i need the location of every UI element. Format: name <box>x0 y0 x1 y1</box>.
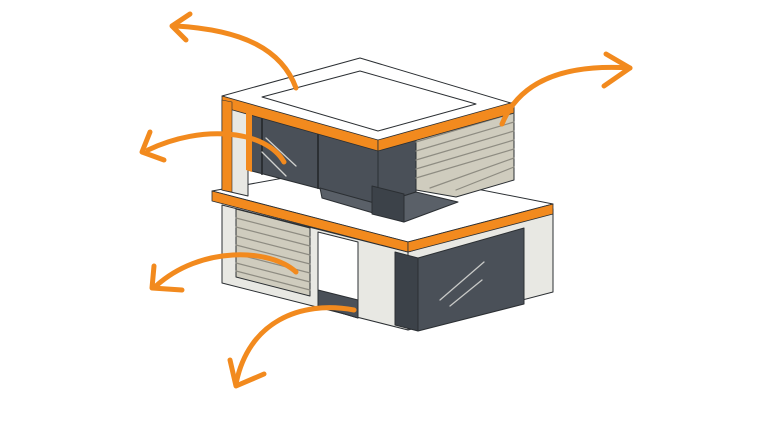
roof-edge-right <box>377 101 515 152</box>
heat-loss-arrow-icon <box>139 129 287 165</box>
garage-door-side <box>394 251 419 332</box>
balcony-railing <box>371 185 405 223</box>
upper-siding-lines <box>415 112 515 191</box>
heat-loss-arrow-icon <box>149 252 299 293</box>
upper-floor <box>221 99 515 223</box>
garage-glass-reflection <box>439 261 485 307</box>
heat-loss-arrow-icon <box>499 51 633 127</box>
heat-loss-arrow-icon <box>227 305 357 389</box>
ground-floor <box>221 204 554 332</box>
heat-loss-arrow-icon <box>169 11 299 91</box>
roof-corner-post <box>221 99 233 193</box>
heat-loss-arrows <box>139 11 633 389</box>
glass-reflection <box>261 137 297 177</box>
roof-inner-border <box>261 70 477 132</box>
mid-slab-edge-right <box>407 203 554 253</box>
